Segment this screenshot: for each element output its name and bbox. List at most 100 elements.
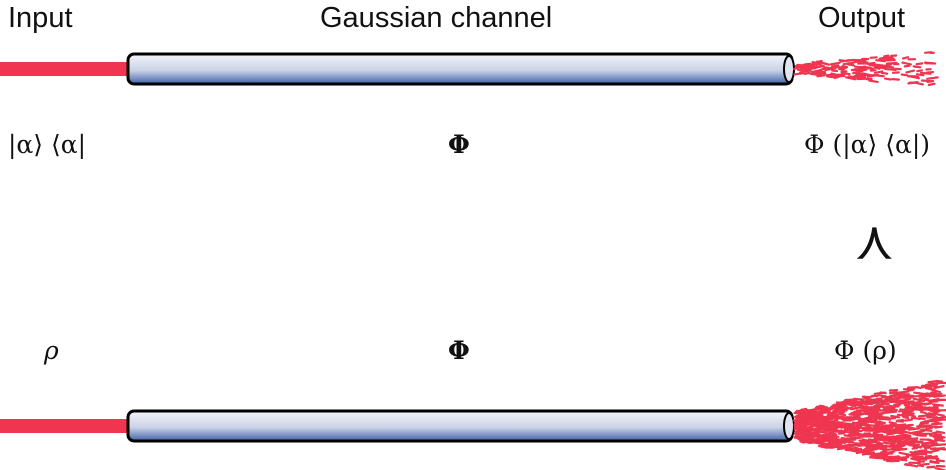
output-header: Output xyxy=(818,2,906,34)
noise-dash xyxy=(839,441,847,444)
noise-dash xyxy=(816,422,827,426)
noise-dash xyxy=(861,416,873,421)
coherent-state-input: |α⟩ ⟨α| xyxy=(8,130,87,159)
noise-dash xyxy=(830,69,839,73)
noise-dash xyxy=(917,440,927,445)
general-state-input: ρ xyxy=(44,336,59,365)
noise-dash xyxy=(916,394,930,398)
noise-dash xyxy=(901,61,913,66)
output-noise-top xyxy=(792,51,939,87)
noise-dash xyxy=(816,426,829,430)
noise-dash xyxy=(919,411,927,414)
noise-dash xyxy=(818,70,827,74)
noise-dash xyxy=(839,58,851,63)
noise-dash xyxy=(886,417,897,420)
noise-dash xyxy=(828,412,837,416)
noise-dash xyxy=(929,460,938,464)
noise-dash xyxy=(929,431,938,435)
noise-dash xyxy=(793,410,803,415)
noise-dash xyxy=(930,455,939,459)
noise-dash xyxy=(806,62,818,67)
noise-dash xyxy=(868,79,879,84)
noise-dash xyxy=(929,400,939,403)
noise-dash xyxy=(911,400,922,405)
noise-dash xyxy=(849,422,859,426)
noise-dash xyxy=(927,412,937,415)
noise-dash xyxy=(854,412,865,416)
fiber-bottom xyxy=(126,409,794,443)
noise-dash xyxy=(793,420,805,424)
noise-dash xyxy=(803,71,811,76)
noise-dash xyxy=(883,399,891,403)
noise-dash xyxy=(894,428,902,432)
noise-dash xyxy=(831,403,838,407)
noise-dash xyxy=(878,417,887,421)
noise-dash xyxy=(886,455,900,459)
noise-dash xyxy=(915,403,924,407)
noise-dash xyxy=(903,425,916,430)
noise-dash xyxy=(933,394,946,398)
noise-dash xyxy=(847,75,859,79)
noise-dash xyxy=(888,421,897,425)
noise-dash xyxy=(860,421,868,426)
noise-dash xyxy=(842,62,851,66)
noise-dash xyxy=(861,428,873,432)
noise-dash xyxy=(861,434,870,438)
noise-dash xyxy=(931,447,946,451)
noise-dash xyxy=(904,434,912,437)
noise-dash xyxy=(932,392,943,396)
noise-dash xyxy=(850,411,862,415)
noise-dash xyxy=(849,435,858,439)
noise-dash xyxy=(920,445,930,449)
noise-dash xyxy=(857,65,867,69)
noise-dash xyxy=(858,419,871,424)
noise-dash xyxy=(830,64,840,68)
noise-dash xyxy=(813,436,826,441)
noise-dash xyxy=(836,421,844,424)
noise-dash xyxy=(799,66,809,70)
noise-dash xyxy=(915,433,924,437)
noise-dash xyxy=(850,433,862,438)
noise-dash xyxy=(824,435,838,440)
fiber-top xyxy=(126,52,794,86)
noise-dash xyxy=(919,420,928,424)
noise-dash xyxy=(904,405,917,410)
noise-dash xyxy=(874,455,885,459)
noise-dash xyxy=(809,72,822,77)
noise-dash xyxy=(847,415,860,420)
noise-dash xyxy=(793,72,804,76)
noise-dash xyxy=(873,66,881,70)
noise-dash xyxy=(927,398,940,403)
noise-dash xyxy=(877,394,888,398)
noise-dash xyxy=(839,413,847,417)
noise-dash xyxy=(870,398,878,402)
noise-dash xyxy=(842,406,854,411)
noise-dash xyxy=(872,400,879,404)
noise-dash xyxy=(807,65,819,70)
noise-dash xyxy=(880,450,888,454)
noise-dash xyxy=(861,442,871,447)
noise-dash xyxy=(925,70,935,74)
noise-dash xyxy=(885,61,898,65)
noise-dash xyxy=(872,73,885,78)
noise-dash xyxy=(915,62,924,66)
noise-dash xyxy=(927,82,936,87)
noise-dash xyxy=(820,444,829,448)
noise-dash xyxy=(873,391,887,395)
noise-dash xyxy=(926,79,935,84)
noise-dash xyxy=(841,445,850,449)
noise-dash xyxy=(874,444,882,448)
noise-dash xyxy=(899,401,910,405)
noise-dash xyxy=(855,409,869,412)
noise-dash xyxy=(802,413,814,417)
noise-dash xyxy=(799,426,808,430)
noise-dash xyxy=(877,425,885,429)
noise-dash xyxy=(838,430,848,435)
noise-dash xyxy=(903,418,914,422)
majorization-symbol: ≻ xyxy=(843,222,902,264)
noise-dash xyxy=(919,450,933,454)
noise-dash xyxy=(846,431,859,435)
noise-dash xyxy=(929,382,939,386)
noise-dash xyxy=(929,449,940,453)
